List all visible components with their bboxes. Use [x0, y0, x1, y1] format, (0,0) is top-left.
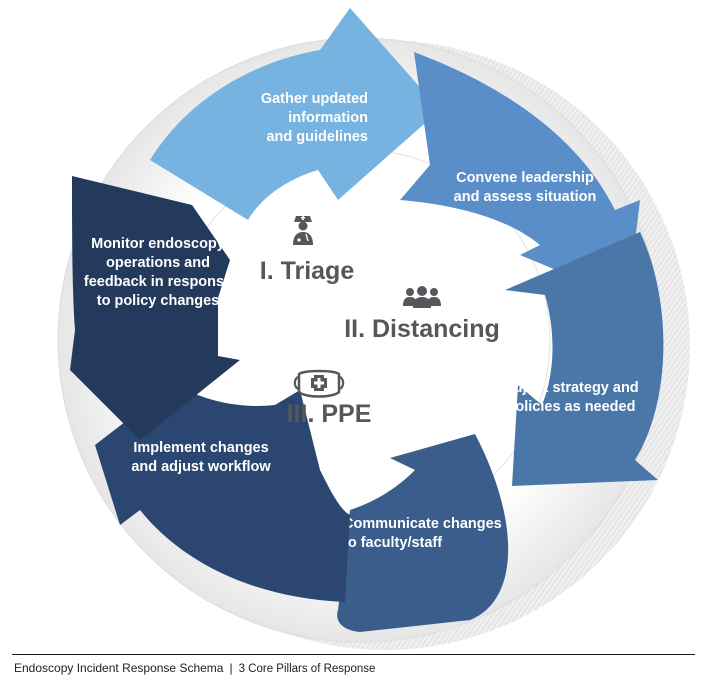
footer-title: Endoscopy Incident Response Schema — [14, 661, 224, 675]
stage-adjust-arrow: Adjust strategy and policies as needed — [503, 232, 664, 486]
pillar-triage: I. Triage — [260, 216, 355, 285]
group-icon — [403, 286, 441, 308]
footer-subtitle: 3 Core Pillars of Response — [238, 663, 376, 675]
doctor-icon — [293, 216, 313, 245]
stage-adjust-shape — [505, 232, 664, 486]
pillar-ppe-label: III. PPE — [287, 400, 372, 428]
stage-text-line: and guidelines — [266, 129, 368, 145]
stage-text-line: to faculty/staff — [343, 535, 442, 551]
stage-text-line: Gather updated — [261, 91, 368, 107]
stage-communicate-arrow: Communicate changes to faculty/staff — [337, 434, 509, 632]
pillar-distancing-label: II. Distancing — [344, 315, 500, 343]
stage-text-line: Monitor endoscopy — [91, 236, 225, 252]
stage-text-line: policies as needed — [507, 399, 636, 415]
stage-convene-shape — [400, 52, 640, 300]
stage-convene-arrow: Convene leadership and assess situation — [400, 52, 640, 300]
mask-icon — [293, 369, 345, 398]
stage-implement-shape — [95, 380, 350, 602]
stage-implement-text: Implement changes and adjust workflow — [131, 440, 271, 475]
stage-text-line: Adjust strategy and — [503, 380, 638, 396]
pillar-ppe: III. PPE — [287, 369, 372, 428]
stage-text-line: to policy changes — [97, 293, 219, 309]
stage-communicate-text: Communicate changes to faculty/staff — [343, 516, 502, 551]
stage-text-line: information — [288, 110, 368, 126]
stage-monitor-shape — [70, 176, 240, 440]
stage-text-line: Implement changes — [133, 440, 268, 456]
stage-monitor-text: Monitor endoscopy operations and feedback … — [84, 236, 232, 309]
stage-text-line: operations and — [106, 255, 210, 271]
stage-gather-arrow: Gather updated information and guidelines — [150, 8, 440, 220]
footer-caption: Endoscopy Incident Response Schema | 3 Cor… — [14, 661, 375, 675]
footer-separator: | — [229, 661, 233, 675]
stage-adjust-text: Adjust strategy and policies as needed — [503, 380, 638, 415]
stage-text-line: and adjust workflow — [131, 459, 271, 475]
pillar-distancing: II. Distancing — [344, 286, 500, 343]
stage-text-line: and assess situation — [454, 189, 597, 205]
footer-divider — [12, 654, 695, 655]
stage-monitor-arrow: Monitor endoscopy operations and feedback … — [70, 176, 240, 440]
stage-gather-shape — [150, 8, 440, 220]
stage-gather-text: Gather updated information and guidelines — [261, 91, 368, 145]
stage-convene-text: Convene leadership and assess situation — [454, 170, 597, 205]
stage-text-line: Communicate changes — [343, 516, 502, 532]
pillar-triage-label: I. Triage — [260, 257, 355, 285]
stage-text-line: feedback in response — [84, 274, 232, 290]
stage-text-line: Convene leadership — [456, 170, 594, 186]
stage-implement-arrow: Implement changes and adjust workflow — [95, 380, 350, 602]
stage-communicate-shape — [337, 434, 509, 632]
